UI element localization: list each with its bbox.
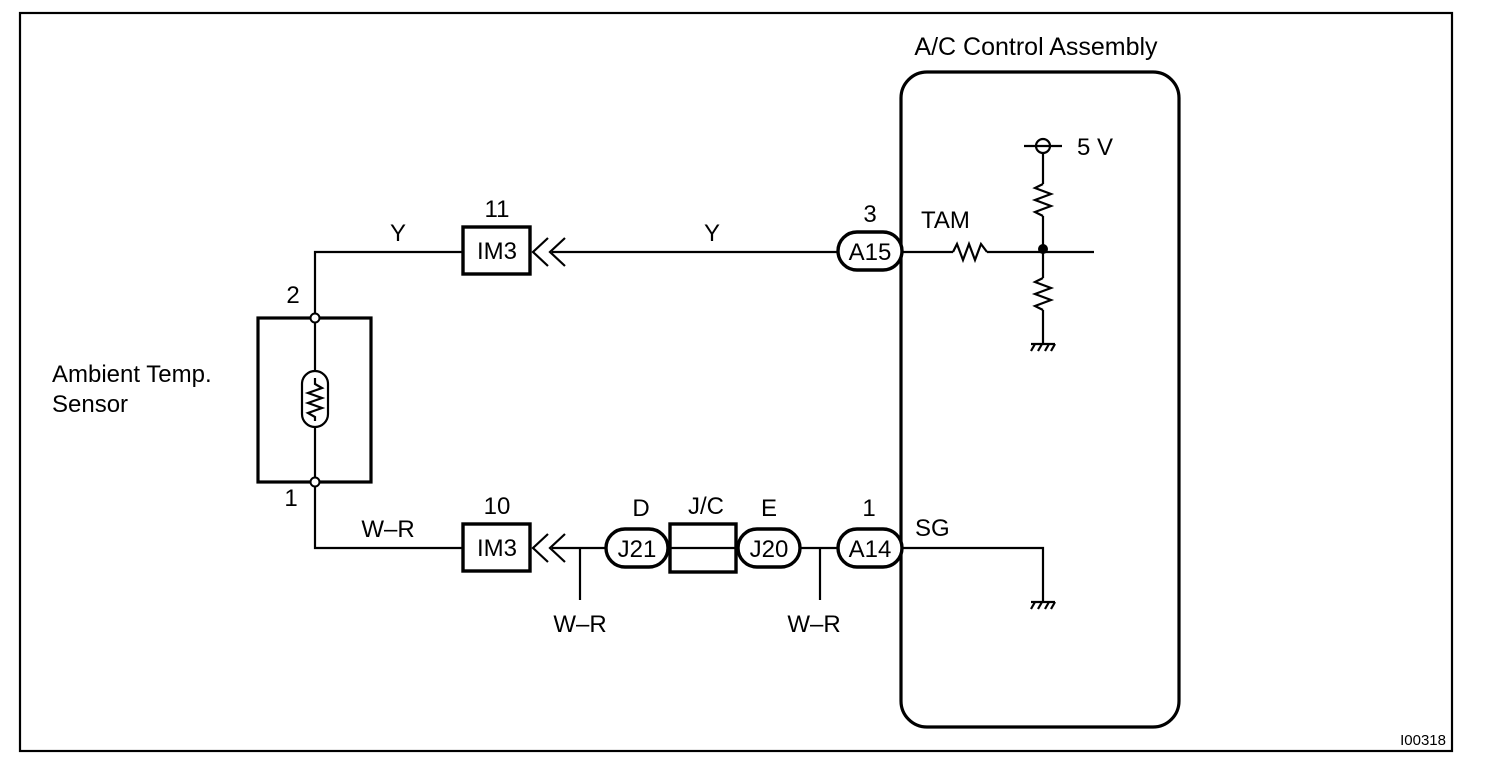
wire-label-wr-branch-2: W–R xyxy=(787,611,840,638)
connector-j21-label: J21 xyxy=(618,536,657,563)
wire-label-wr-left: W–R xyxy=(361,516,414,543)
figure-code: I00318 xyxy=(1400,732,1446,749)
pullup-resistor-icon xyxy=(1031,183,1055,217)
sensor-terminal-bottom xyxy=(309,476,321,488)
terminal-tam-label: TAM xyxy=(921,207,970,234)
sensor-name-line2: Sensor xyxy=(52,391,128,418)
connector-a14-label: A14 xyxy=(849,536,892,563)
plug-chevron-icon xyxy=(548,237,566,267)
thermistor-icon xyxy=(300,369,330,429)
connector-im3-top-pin: 11 xyxy=(485,196,510,223)
terminal-sg-label: SG xyxy=(915,515,950,542)
wire-wr-sensor-to-im3 xyxy=(313,487,463,550)
plug-chevron-icon xyxy=(531,237,549,267)
connector-j21-pin: D xyxy=(632,495,649,522)
ground-icon xyxy=(1030,600,1056,610)
wire-label-y-right: Y xyxy=(704,220,720,247)
sensor-terminal-top xyxy=(309,312,321,324)
ground-icon xyxy=(1030,342,1056,352)
tam-resistor-icon xyxy=(952,240,988,264)
wire-label-wr-branch-1: W–R xyxy=(553,611,606,638)
pulldown-resistor-icon xyxy=(1031,277,1055,311)
connector-j21 xyxy=(604,527,670,569)
connector-im3-top-label: IM3 xyxy=(477,238,517,265)
connector-im3-bottom xyxy=(461,522,532,573)
diagram-frame xyxy=(18,11,1454,753)
supply-voltage-label: 5 V xyxy=(1077,134,1113,161)
connector-j20-label: J20 xyxy=(750,536,789,563)
ac-control-assembly-box xyxy=(899,70,1181,729)
wire-y-sensor-to-im3 xyxy=(313,250,463,313)
sg-wire xyxy=(902,546,1045,602)
connector-im3-bottom-pin: 10 xyxy=(484,493,511,520)
sensor-pin-bottom: 1 xyxy=(284,485,297,512)
sensor-pin-top: 2 xyxy=(286,282,299,309)
junction-connector-jc-label: J/C xyxy=(688,493,724,520)
connector-a15-label: A15 xyxy=(849,239,892,266)
connector-j20-pin: E xyxy=(761,495,777,522)
sensor-name-line1: Ambient Temp. xyxy=(52,361,212,388)
connector-im3-bottom-label: IM3 xyxy=(477,535,517,562)
connector-a14-pin: 1 xyxy=(862,495,875,522)
connector-im3-top xyxy=(461,225,532,276)
ac-control-assembly-title: A/C Control Assembly xyxy=(914,33,1158,61)
plug-chevron-icon xyxy=(531,533,549,563)
thermistor-zigzag-icon xyxy=(304,378,326,421)
plug-chevron-icon xyxy=(548,533,566,563)
connector-a15-pin: 3 xyxy=(863,201,876,228)
wire-label-y-left: Y xyxy=(390,220,406,247)
